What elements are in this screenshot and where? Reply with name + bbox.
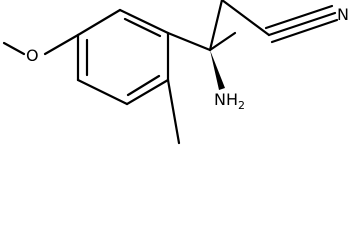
nitrile-triple-bond-2 bbox=[270, 18, 339, 44]
ring-inner-double-right bbox=[126, 74, 161, 97]
methyl-bond bbox=[166, 78, 181, 145]
ring-bond-c1-c2 bbox=[76, 8, 122, 37]
wedge-bond-to-amine bbox=[210, 50, 225, 90]
o-ring-bond bbox=[43, 33, 80, 56]
ch2-to-nitrile-bond bbox=[220, 0, 271, 37]
chemical-structure: O N NH2 bbox=[2, 0, 349, 145]
nitrile-triple-bond-3 bbox=[264, 4, 334, 30]
methyl-o-bond bbox=[2, 41, 26, 56]
ring-bond-c2-c3 bbox=[118, 8, 170, 35]
stereocenter-to-ch2-bond bbox=[208, 31, 237, 52]
amine-subscript: 2 bbox=[238, 99, 245, 112]
oxygen-label: O bbox=[26, 46, 39, 65]
amine-label: NH2 bbox=[214, 90, 245, 112]
nitrile-n-label: N bbox=[337, 5, 349, 24]
ring-bond-c5-c6 bbox=[76, 78, 129, 106]
ring-inner-double-top bbox=[123, 17, 162, 38]
amine-nh-text: NH bbox=[214, 90, 238, 109]
ring-to-stereocenter-bond bbox=[166, 31, 212, 52]
nitrile-triple-bond-1 bbox=[267, 11, 337, 37]
ring-bond-c4-c5 bbox=[125, 78, 170, 106]
ch2-link-bond bbox=[208, 0, 224, 52]
